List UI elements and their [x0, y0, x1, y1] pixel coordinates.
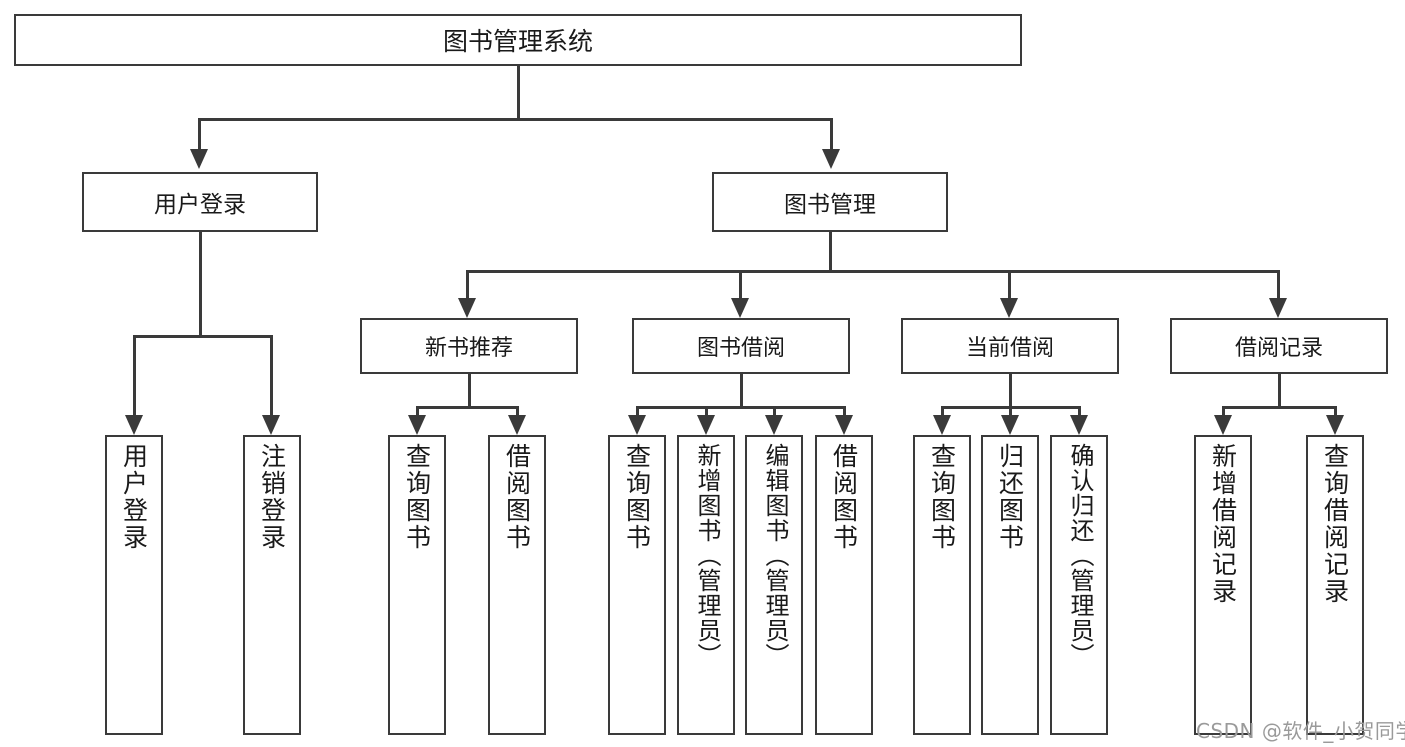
edge-leg-borrow-record [1277, 270, 1280, 298]
arrow-br-1 [1214, 415, 1232, 435]
node-book-borrow[interactable]: 图书借阅 [632, 318, 850, 374]
leaf-bb-query-book[interactable]: 查询图书 [608, 435, 666, 735]
edge-level3-bus [466, 270, 1280, 273]
leaf-label: 归还图书 [995, 443, 1025, 551]
edge-leg-login-1 [133, 335, 136, 415]
leaf-logout[interactable]: 注销登录 [243, 435, 301, 735]
edge-leg-br-1 [1222, 406, 1225, 415]
node-borrow-record[interactable]: 借阅记录 [1170, 318, 1388, 374]
edge-leg-user-login [198, 118, 201, 149]
edge-level2-bus [198, 118, 832, 121]
leaf-nb-borrow-book[interactable]: 借阅图书 [488, 435, 546, 735]
leaf-bb-borrow-book[interactable]: 借阅图书 [815, 435, 873, 735]
arrow-user-login [190, 149, 208, 169]
edge-leg-nb-2 [516, 406, 519, 415]
leaf-br-query-record[interactable]: 查询借阅记录 [1306, 435, 1364, 735]
arrow-borrow-record [1269, 298, 1287, 318]
edge-book-borrow-bus [636, 406, 845, 409]
edge-leg-cb-3 [1078, 406, 1081, 415]
leaf-label: 新增借阅记录 [1208, 443, 1238, 605]
arrow-br-2 [1326, 415, 1344, 435]
node-label: 当前借阅 [965, 336, 1054, 361]
node-book-management[interactable]: 图书管理 [712, 172, 948, 232]
arrow-new-book [458, 298, 476, 318]
node-label: 借阅记录 [1234, 336, 1323, 361]
arrow-nb-1 [408, 415, 426, 435]
leaf-br-add-record[interactable]: 新增借阅记录 [1194, 435, 1252, 735]
arrow-nb-2 [508, 415, 526, 435]
edge-user-login-bus [133, 335, 272, 338]
leaf-label: 借阅图书 [502, 443, 532, 551]
edge-leg-new-book [466, 270, 469, 298]
edge-leg-login-2 [270, 335, 273, 415]
leaf-label: 查询借阅记录 [1320, 443, 1350, 605]
arrow-bb-1 [628, 415, 646, 435]
leaf-cb-query-book[interactable]: 查询图书 [913, 435, 971, 735]
edge-leg-bb-2 [705, 406, 708, 415]
arrow-cb-3 [1070, 415, 1088, 435]
edge-leg-cb-1 [941, 406, 944, 415]
edge-borrow-record-bus [1222, 406, 1336, 409]
leaf-cb-confirm-return-admin[interactable]: 确认归还（管理员） [1050, 435, 1108, 735]
leaf-label: 用户登录 [119, 443, 149, 551]
edge-new-book-bus [416, 406, 518, 409]
edge-book-manage-stem [829, 232, 832, 270]
arrow-cb-2 [1001, 415, 1019, 435]
arrow-leaf-logout [262, 415, 280, 435]
node-label: 新书推荐 [424, 336, 513, 361]
leaf-label: 新增图书（管理员） [692, 443, 721, 668]
edge-leg-book-borrow [739, 270, 742, 298]
leaf-label: 确认归还（管理员） [1065, 443, 1094, 668]
leaf-label: 编辑图书（管理员） [760, 443, 789, 668]
leaf-label: 借阅图书 [829, 443, 859, 551]
node-new-book-recommend[interactable]: 新书推荐 [360, 318, 578, 374]
csdn-watermark: CSDN @软件_小贺同学 [1196, 715, 1405, 744]
node-label: 图书管理系统 [442, 27, 593, 56]
node-label: 图书管理 [784, 192, 876, 218]
edge-user-login-stem [199, 232, 202, 335]
node-current-borrow[interactable]: 当前借阅 [901, 318, 1119, 374]
edge-leg-bb-3 [773, 406, 776, 415]
arrow-cb-1 [933, 415, 951, 435]
arrow-bb-2 [697, 415, 715, 435]
leaf-bb-add-book-admin[interactable]: 新增图书（管理员） [677, 435, 735, 735]
leaf-label: 注销登录 [257, 443, 287, 551]
edge-current-borrow-stem [1009, 374, 1012, 406]
node-label: 用户登录 [154, 192, 246, 218]
edge-new-book-stem [468, 374, 471, 406]
leaf-nb-query-book[interactable]: 查询图书 [388, 435, 446, 735]
edge-leg-bb-4 [843, 406, 846, 415]
arrow-book-borrow [731, 298, 749, 318]
edge-leg-current-borrow [1008, 270, 1011, 298]
leaf-bb-edit-book-admin[interactable]: 编辑图书（管理员） [745, 435, 803, 735]
node-label: 图书借阅 [696, 336, 785, 361]
leaf-cb-return-book[interactable]: 归还图书 [981, 435, 1039, 735]
leaf-user-login[interactable]: 用户登录 [105, 435, 163, 735]
arrow-leaf-user-login [125, 415, 143, 435]
edge-leg-br-2 [1334, 406, 1337, 415]
edge-leg-cb-2 [1009, 406, 1012, 415]
leaf-label: 查询图书 [927, 443, 957, 551]
edge-root-stem [517, 66, 520, 118]
arrow-book-manage [822, 149, 840, 169]
arrow-bb-3 [765, 415, 783, 435]
edge-book-borrow-stem [740, 374, 743, 406]
watermark-text: CSDN @软件_小贺同学 [1196, 719, 1405, 743]
edge-borrow-record-stem [1278, 374, 1281, 406]
leaf-label: 查询图书 [622, 443, 652, 551]
edge-leg-nb-1 [416, 406, 419, 415]
edge-leg-book-manage [830, 118, 833, 149]
edge-leg-bb-1 [636, 406, 639, 415]
node-user-login[interactable]: 用户登录 [82, 172, 318, 232]
node-root-system[interactable]: 图书管理系统 [14, 14, 1022, 66]
arrow-bb-4 [835, 415, 853, 435]
arrow-current-borrow [1000, 298, 1018, 318]
leaf-label: 查询图书 [402, 443, 432, 551]
